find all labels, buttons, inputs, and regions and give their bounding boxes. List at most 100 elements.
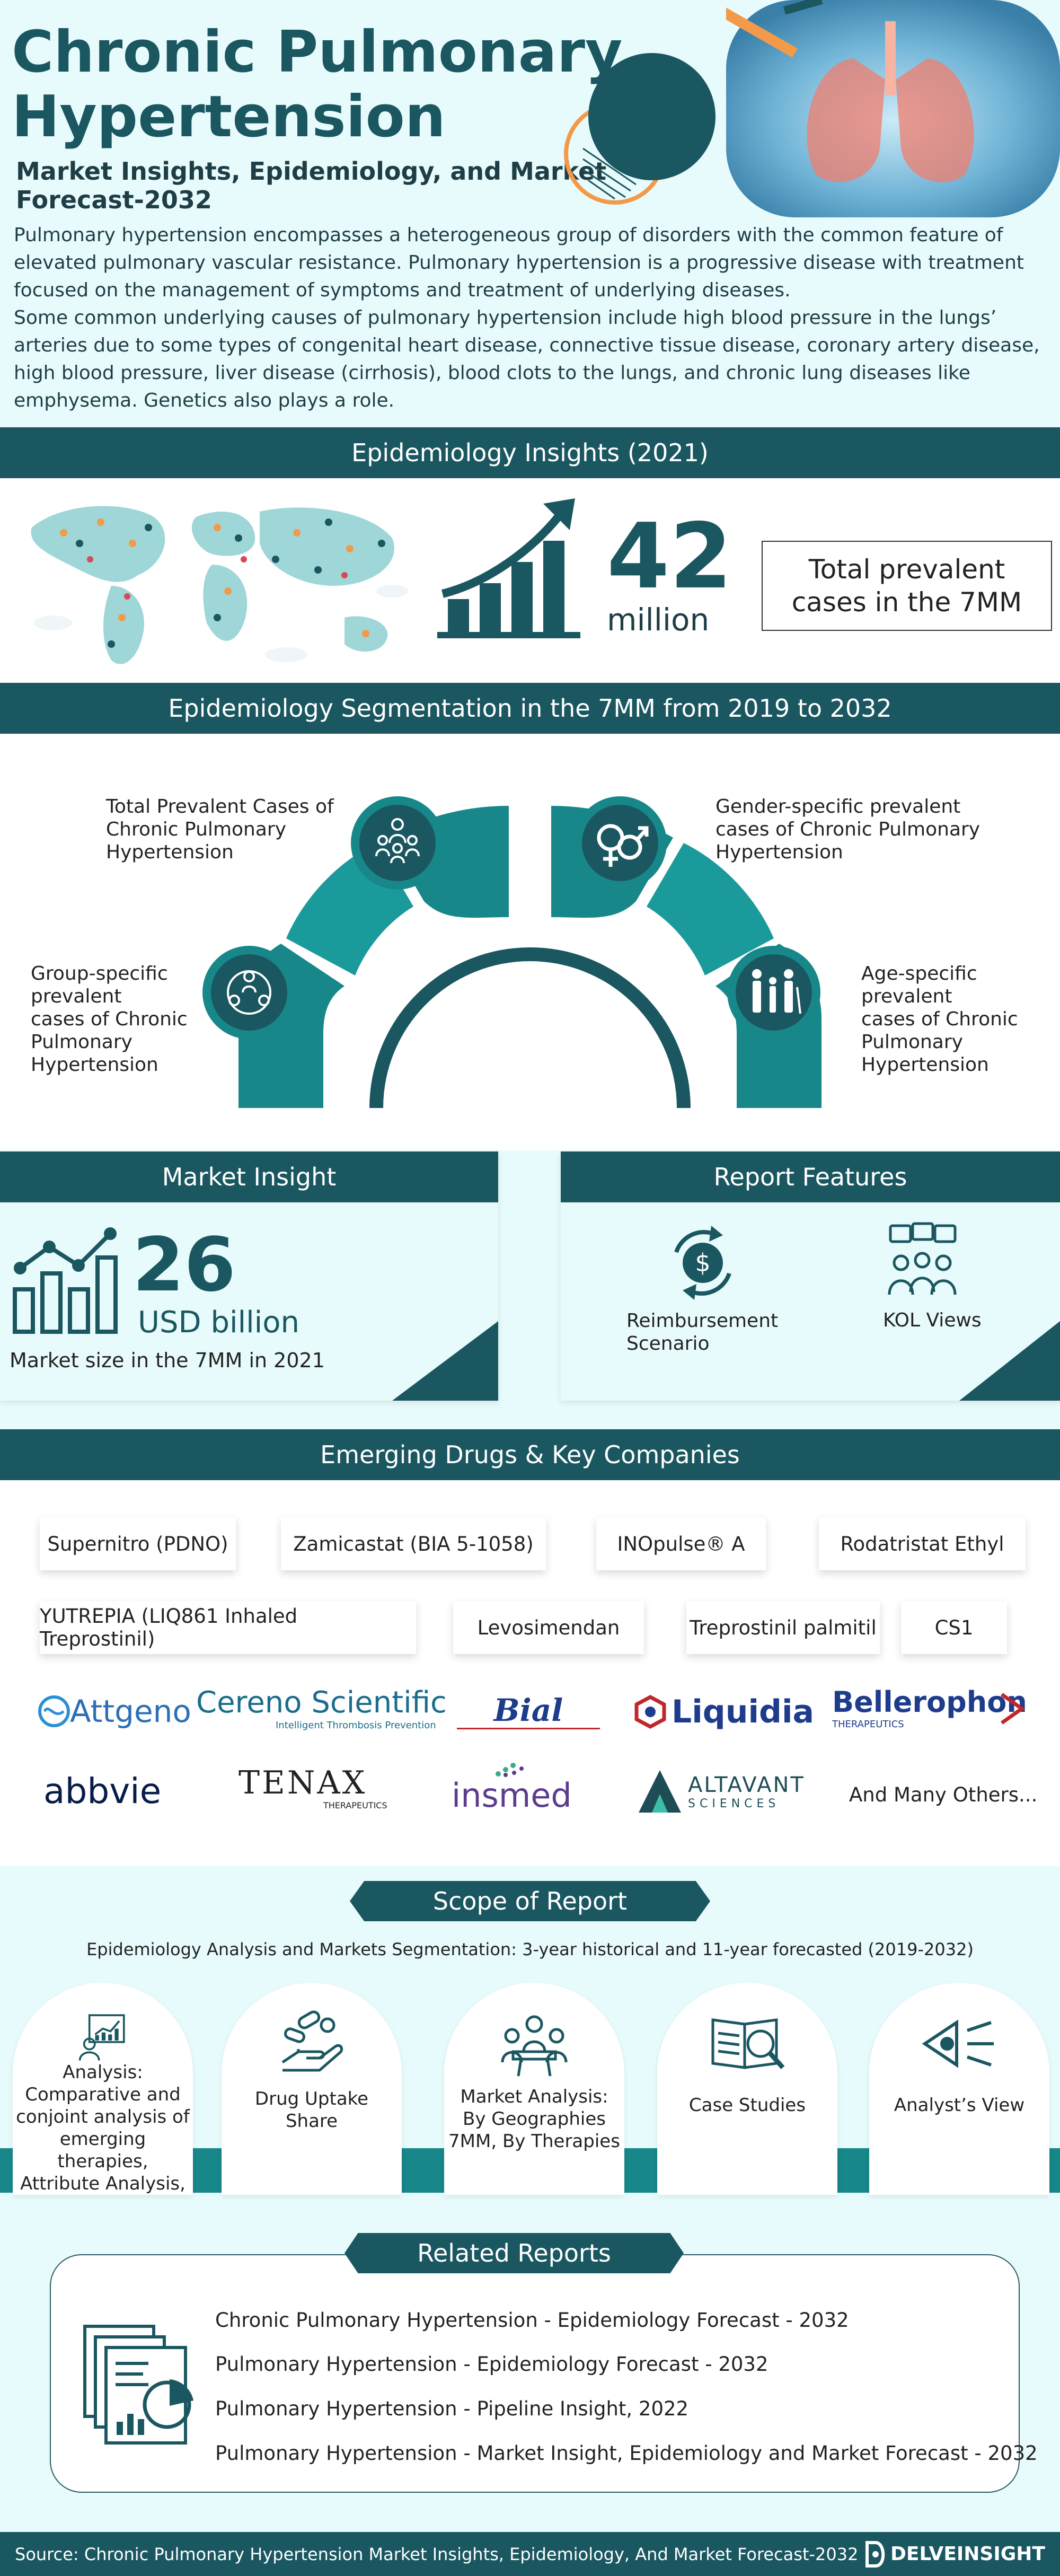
altavant-mark-icon	[639, 1770, 681, 1813]
label-line: cases of Chronic	[31, 1008, 188, 1030]
market-caption: Market size in the 7MM in 2021	[10, 1349, 325, 1372]
logo-tagline: THERAPEUTICS	[323, 1800, 387, 1810]
market-unit: USD billion	[138, 1305, 299, 1340]
drug-chip: Supernitro (PDNO)	[40, 1517, 236, 1570]
lungs-illustration	[726, 0, 1060, 217]
epi-caption-line: Total prevalent	[808, 554, 1005, 585]
intro-line: elevated pulmonary vascular resistance. …	[14, 252, 1024, 274]
intro-line: emphysema. Genetics also plays a role.	[14, 390, 395, 411]
subtitle-line-2: Forecast-2032	[16, 186, 212, 214]
intro-paragraph-2: Some common underlying causes of pulmona…	[14, 304, 1047, 415]
page-subtitle: Market Insights, Epidemiology, and Marke…	[16, 157, 606, 214]
segmentation-panel	[0, 734, 1060, 1150]
emerging-heading: Emerging Drugs & Key Companies	[0, 1429, 1060, 1480]
epi-caption-box: Total prevalent cases in the 7MM	[762, 541, 1052, 631]
label-total-prevalent: Total Prevalent Cases of Chronic Pulmona…	[106, 795, 334, 864]
book-search-icon	[711, 2018, 785, 2069]
scope-line: Comparative and	[25, 2084, 181, 2105]
growth-chart-icon	[437, 498, 580, 638]
liquidia-mark-icon	[634, 1695, 666, 1729]
logo-altavant: ALTAVANT SCIENCES	[636, 1768, 805, 1815]
meeting-icon	[501, 2015, 568, 2077]
scope-line: Share	[285, 2111, 338, 2132]
related-report-link[interactable]: Pulmonary Hypertension - Pipeline Insigh…	[215, 2397, 689, 2420]
logo-cereno: Cereno Scientific Intelligent Thrombosis…	[196, 1686, 447, 1731]
logo-abbvie: abbvie	[43, 1771, 161, 1812]
title-line-2: Hypertension	[12, 84, 446, 150]
logo-tenax: TENAX THERAPEUTICS	[238, 1765, 387, 1810]
logo-tagline: Intelligent Thrombosis Prevention	[276, 1720, 436, 1731]
report-document-icon	[83, 2325, 193, 2445]
label-line: Scenario	[626, 1333, 710, 1355]
label-line: Chronic Pulmonary	[106, 819, 287, 840]
logo-liquidia: Liquidia	[633, 1693, 814, 1730]
analysis-icon	[78, 2014, 125, 2061]
altavant-text: ALTAVANT SCIENCES	[688, 1773, 805, 1810]
epi-unit: million	[607, 602, 710, 638]
logo-text: Cereno Scientific	[196, 1685, 447, 1720]
intro-line: Pulmonary hypertension encompasses a het…	[14, 224, 1003, 246]
label-line: Hypertension	[716, 841, 843, 863]
label-line: Total Prevalent Cases of	[106, 796, 334, 817]
and-many-others: And Many Others...	[849, 1783, 1038, 1806]
logo-text: insmed	[452, 1776, 572, 1815]
logo-text: TENAX	[238, 1764, 367, 1801]
gender-icon	[573, 796, 667, 890]
logo-text: ALTAVANT	[688, 1772, 805, 1797]
epi-insights-heading: Epidemiology Insights (2021)	[0, 427, 1060, 478]
scope-card-analysis: Analysis: Comparative and conjoint analy…	[13, 1983, 193, 2195]
reimbursement-icon: $	[674, 1226, 731, 1300]
related-report-link[interactable]: Pulmonary Hypertension - Epidemiology Fo…	[215, 2353, 768, 2376]
related-report-link[interactable]: Pulmonary Hypertension - Market Insight,…	[215, 2442, 1038, 2465]
label-line: Age-specific	[861, 963, 977, 984]
scope-line: Market Analysis:	[460, 2086, 608, 2107]
drug-chip: Levosimendan	[453, 1601, 644, 1654]
scope-line: Attribute Analysis,	[20, 2173, 186, 2194]
market-insight-card: Market Insight 26 USD billion Market siz…	[0, 1151, 498, 1401]
scope-line: emerging therapies,	[57, 2129, 148, 2172]
age-icon	[727, 946, 820, 1039]
market-insight-heading: Market Insight	[0, 1151, 498, 1202]
drug-chip: Treprostinil palmitil	[686, 1601, 880, 1654]
insmed-dots-icon	[496, 1763, 524, 1777]
scope-card-market-analysis: Market Analysis: By Geographies 7MM, By …	[444, 1983, 624, 2195]
intro-line: high blood pressure, liver disease (cirr…	[14, 362, 970, 384]
drug-chip: INOpulse® A	[596, 1517, 766, 1570]
scope-line: conjoint analysis of	[16, 2106, 190, 2127]
label-line: prevalent	[861, 986, 952, 1007]
drug-chip: Rodatristat Ethyl	[819, 1517, 1026, 1570]
title-line-1: Chronic Pulmonary	[12, 19, 623, 85]
scope-line: Drug Uptake	[254, 2088, 369, 2109]
reimbursement-label: Reimbursement Scenario	[626, 1309, 778, 1355]
logo-attgeno: Attgeno	[38, 1693, 191, 1729]
scope-line: Analysis:	[63, 2062, 143, 2083]
intro-line: Some common underlying causes of pulmona…	[14, 307, 997, 329]
related-report-link[interactable]: Chronic Pulmonary Hypertension - Epidemi…	[215, 2309, 849, 2332]
label-line: Pulmonary	[861, 1031, 963, 1053]
label-line: cases of Chronic	[861, 1008, 1018, 1030]
market-value: 26	[132, 1222, 236, 1308]
label-line: Hypertension	[861, 1054, 989, 1076]
segmentation-heading: Epidemiology Segmentation in the 7MM fro…	[0, 683, 1060, 734]
footer: Source: Chronic Pulmonary Hypertension M…	[0, 2532, 1060, 2576]
label-line: Gender-specific prevalent	[716, 796, 961, 817]
drug-uptake-icon	[281, 2010, 343, 2072]
intro-line: arteries due to some types of congenital…	[14, 335, 1040, 356]
report-features-card: Report Features $ Reimbursement Scenario…	[561, 1151, 1060, 1401]
intro-paragraph-1: Pulmonary hypertension encompasses a het…	[14, 222, 1047, 304]
label-line: Group-specific	[31, 963, 168, 984]
logo-tagline: SCIENCES	[688, 1797, 780, 1810]
epi-caption-line: cases in the 7MM	[791, 587, 1022, 618]
label-line: Hypertension	[106, 841, 234, 863]
logo-bial: Bial	[457, 1692, 600, 1729]
world-map-icon	[31, 506, 408, 664]
scope-card-analysts-view: Analyst’s View	[869, 1983, 1049, 2195]
drug-chip: YUTREPIA (LIQ861 Inhaled Treprostinil)	[40, 1601, 416, 1654]
svg-text:$: $	[695, 1249, 710, 1277]
corner-triangle	[959, 1321, 1060, 1401]
scope-heading: Scope of Report	[350, 1881, 710, 1921]
population-icon	[351, 796, 444, 890]
label-line: Hypertension	[31, 1054, 158, 1076]
analyst-eye-icon	[922, 2019, 994, 2068]
decorative-circles	[564, 53, 716, 205]
